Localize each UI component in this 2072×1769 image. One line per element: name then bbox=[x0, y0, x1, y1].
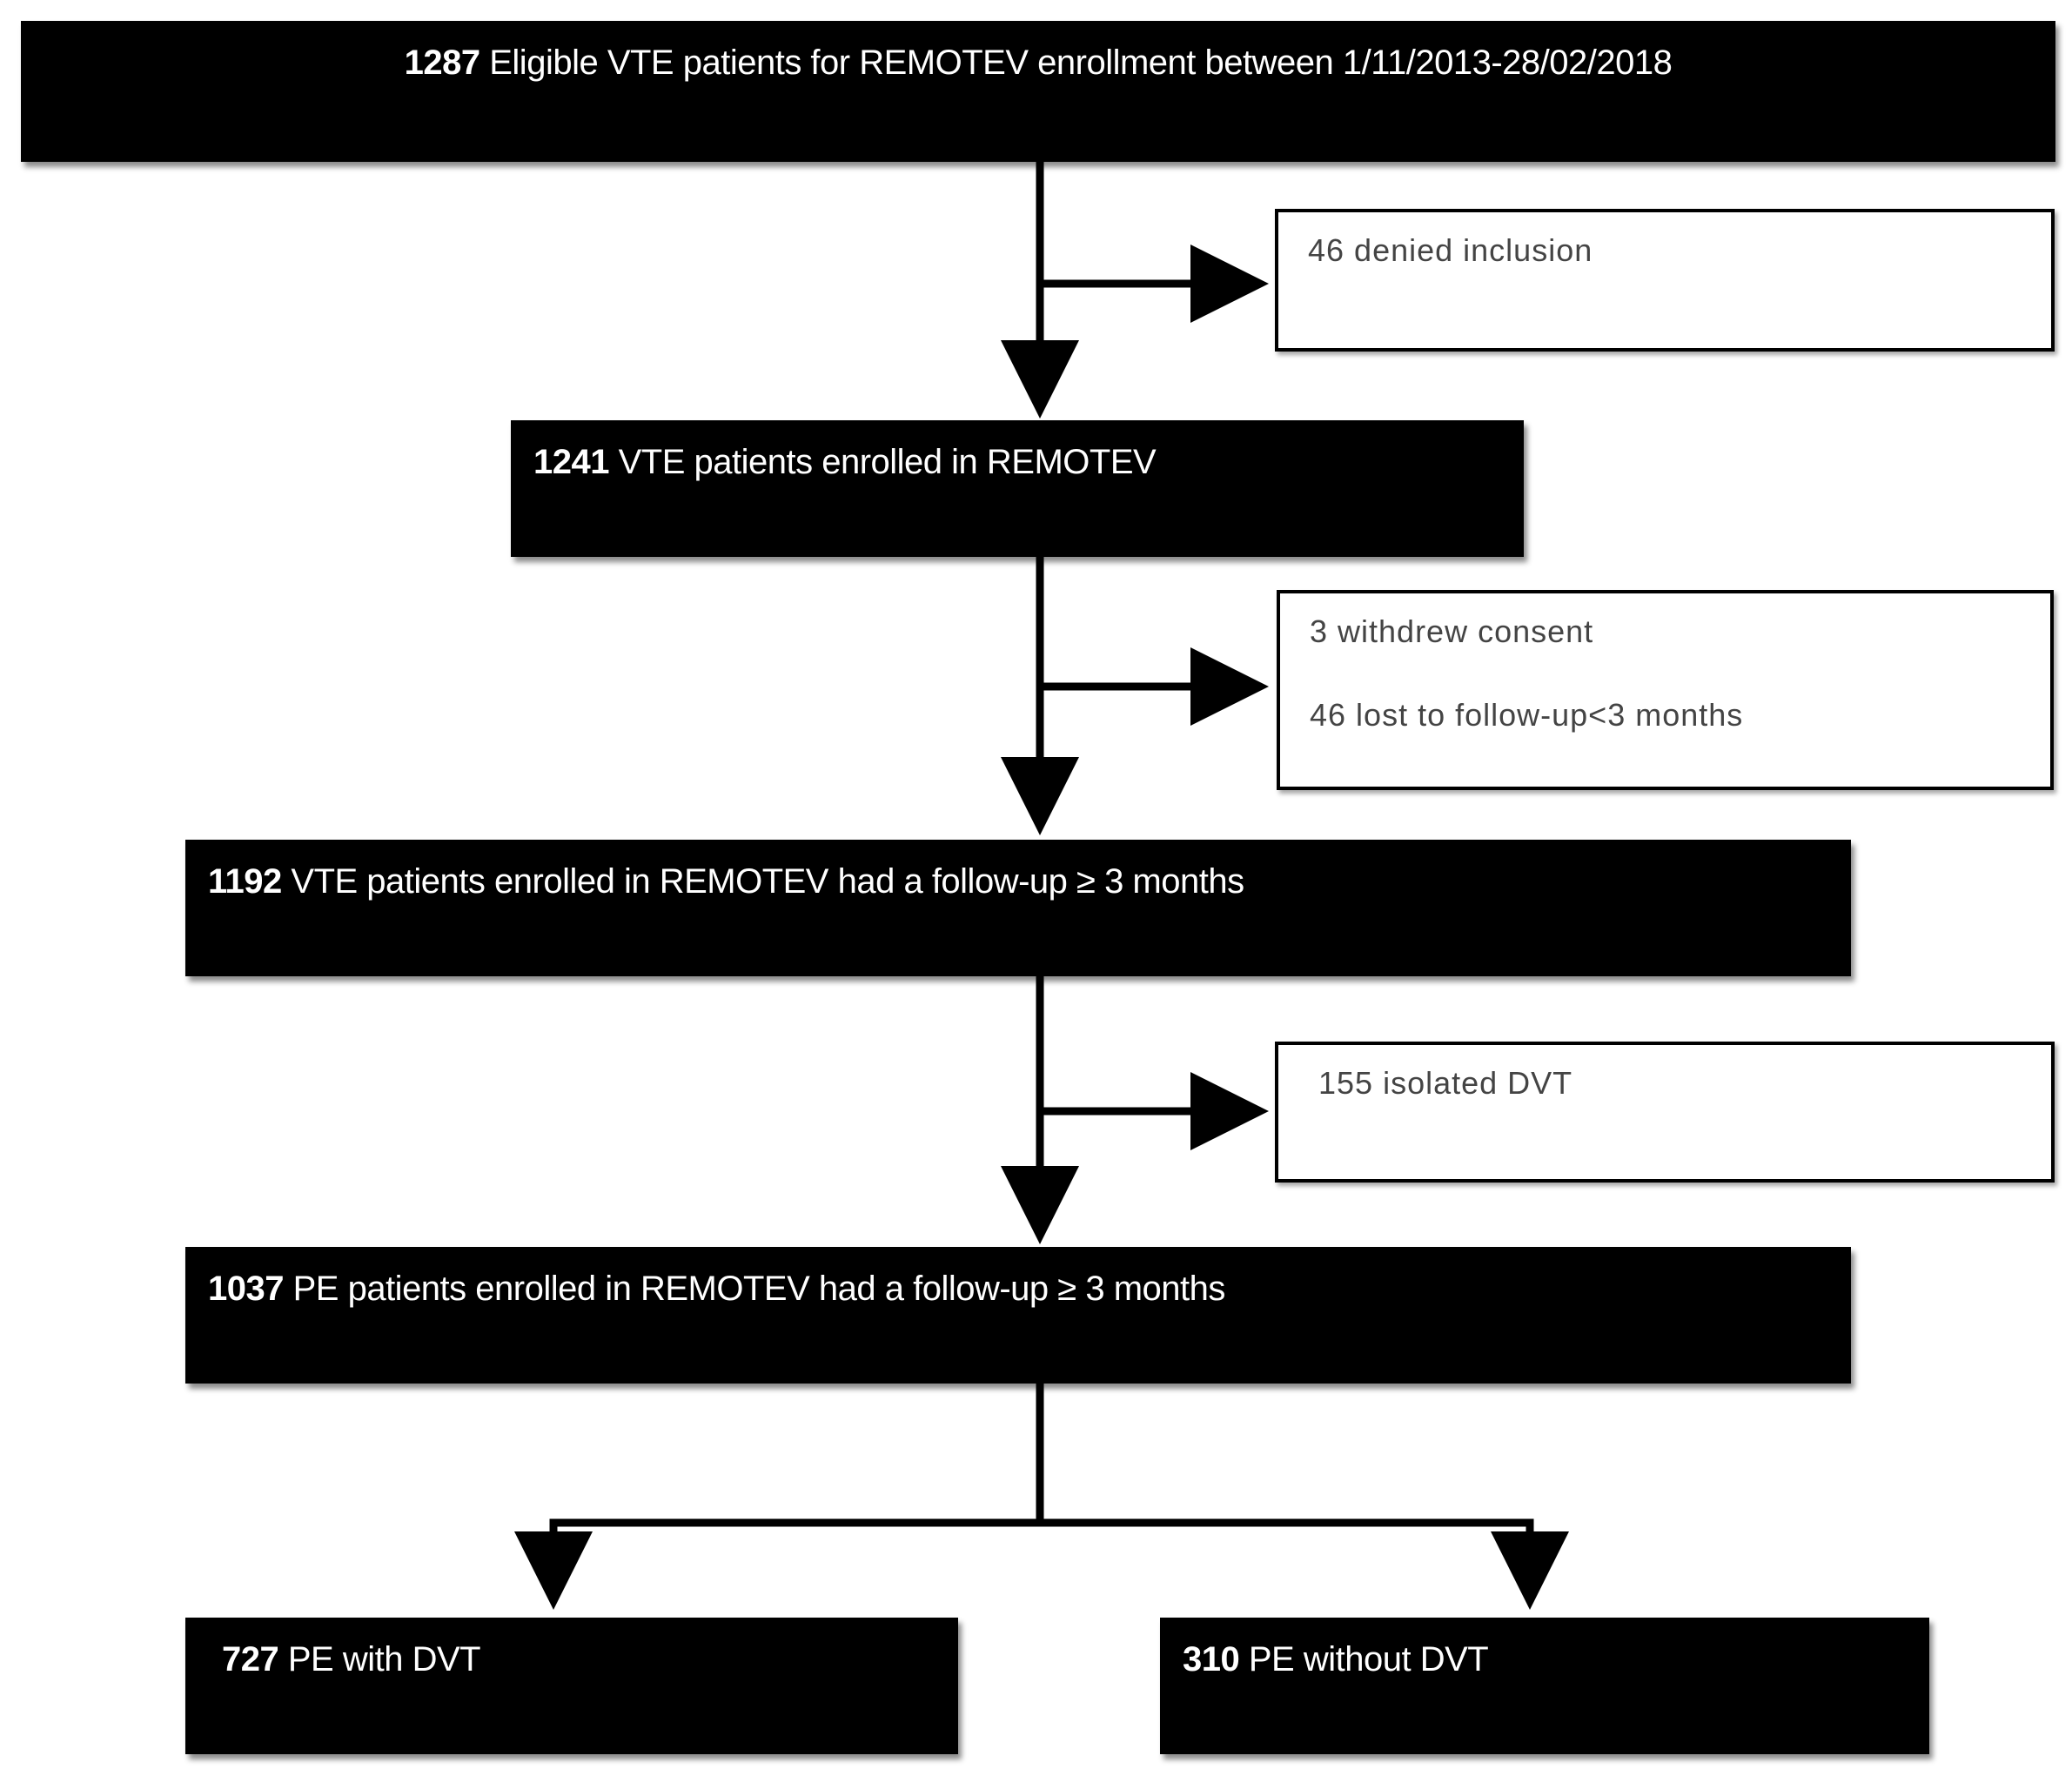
node-eligible: 1287 Eligible VTE patients for REMOTEV e… bbox=[21, 21, 2055, 162]
edge-followup-pe-to-pe-with-dvt bbox=[514, 1518, 1040, 1610]
node-pe-with-dvt-label: PE with DVT bbox=[278, 1640, 481, 1679]
node-isolated-dvt-line: 155 isolated DVT bbox=[1318, 1065, 1573, 1101]
node-eligible-count: 1287 bbox=[404, 44, 480, 82]
node-followup-pe-label: PE patients enrolled in REMOTEV had a fo… bbox=[283, 1270, 1226, 1308]
edge-followup-pe-to-pe-without-dvt bbox=[1040, 1518, 1569, 1610]
node-denied-line: 46 denied inclusion bbox=[1308, 232, 1593, 268]
node-pe-without-dvt-label: PE without DVT bbox=[1239, 1640, 1489, 1679]
node-enrolled: 1241 VTE patients enrolled in REMOTEV bbox=[511, 420, 1524, 557]
node-followup-vte-count: 1192 bbox=[208, 862, 282, 901]
node-enrolled-label: VTE patients enrolled in REMOTEV bbox=[608, 443, 1157, 481]
node-denied: 46 denied inclusion bbox=[1275, 209, 2055, 352]
node-isolated-dvt: 155 isolated DVT bbox=[1275, 1042, 2055, 1183]
node-excluded: 3 withdrew consent 46 lost to follow-up<… bbox=[1277, 590, 2054, 790]
node-followup-pe-count: 1037 bbox=[208, 1270, 284, 1308]
node-followup-vte: 1192 VTE patients enrolled in REMOTEV ha… bbox=[185, 840, 1851, 976]
node-pe-with-dvt-count: 727 bbox=[222, 1640, 279, 1679]
node-followup-vte-label: VTE patients enrolled in REMOTEV had a f… bbox=[281, 862, 1244, 901]
node-pe-without-dvt-count: 310 bbox=[1183, 1640, 1240, 1679]
node-eligible-label: Eligible VTE patients for REMOTEV enroll… bbox=[479, 44, 1673, 82]
node-followup-pe: 1037 PE patients enrolled in REMOTEV had… bbox=[185, 1247, 1851, 1384]
node-excluded-line-2: 46 lost to follow-up<3 months bbox=[1310, 697, 1744, 733]
node-pe-with-dvt: 727 PE with DVT bbox=[185, 1618, 958, 1754]
node-excluded-line-1: 3 withdrew consent bbox=[1310, 613, 1594, 649]
node-enrolled-count: 1241 bbox=[533, 443, 609, 481]
node-pe-without-dvt: 310 PE without DVT bbox=[1160, 1618, 1929, 1754]
